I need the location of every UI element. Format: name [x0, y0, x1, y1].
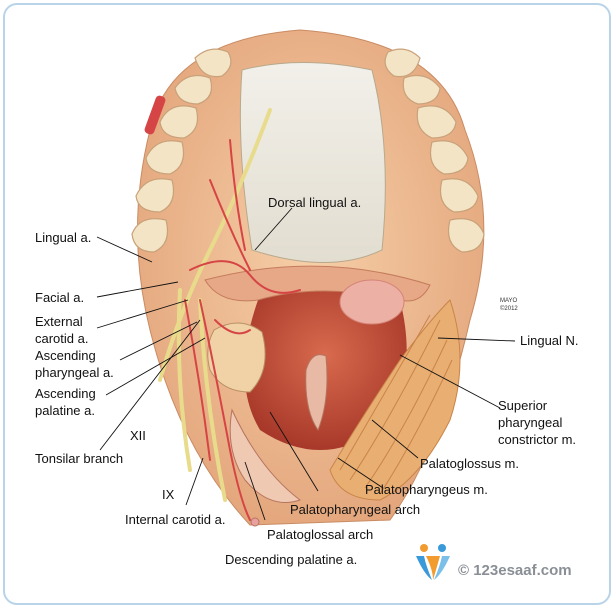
- label-ascending-palatine-line1: Ascending: [35, 386, 96, 401]
- nerves: [158, 108, 272, 502]
- label-superior-constrictor-line1: Superior: [498, 398, 548, 413]
- tooth-icon: [131, 48, 232, 253]
- cut-artery: [144, 95, 166, 135]
- label-facial-artery: Facial a.: [35, 290, 84, 305]
- inflamed-area: [339, 279, 405, 325]
- label-superior-constrictor-line3: constrictor m.: [498, 432, 576, 447]
- label-internal-carotid: Internal carotid a.: [125, 512, 225, 527]
- label-ascending-palatine-line2: palatine a.: [35, 403, 95, 418]
- tongue: [239, 62, 386, 263]
- label-superior-constrictor-line2: pharyngeal: [498, 415, 562, 430]
- descending-palatine-stub: [250, 517, 260, 527]
- logo-icon: [416, 544, 450, 580]
- label-glossopharyngeal-nerve: IX: [162, 487, 175, 502]
- label-external-carotid-line1: External: [35, 314, 83, 329]
- label-ascending-pharyngeal-line2: pharyngeal a.: [35, 365, 114, 380]
- pharyngeal-muscles: [329, 299, 461, 501]
- label-palatopharyngeal-arch: Palatopharyngeal arch: [290, 502, 420, 517]
- arteries: [184, 139, 301, 521]
- tooth-icon: [384, 48, 485, 253]
- label-lingual-artery: Lingual a.: [35, 230, 91, 245]
- label-tonsilar-branch: Tonsilar branch: [35, 451, 123, 466]
- palatine-tonsil: [207, 322, 266, 393]
- signature-line-2: ©2012: [500, 305, 518, 312]
- signature-line-1: MAYO: [500, 298, 518, 304]
- watermark-text: © 123esaaf.com: [458, 562, 572, 579]
- leader-lines: [96, 207, 516, 521]
- label-dorsal-lingual-artery: Dorsal lingual a.: [268, 195, 361, 210]
- label-ascending-pharyngeal-line1: Ascending: [35, 348, 96, 363]
- image-frame: [3, 3, 611, 605]
- label-external-carotid-line2: carotid a.: [35, 331, 88, 346]
- label-palatoglossus: Palatoglossus m.: [420, 456, 519, 471]
- uvula: [305, 354, 328, 432]
- label-hypoglossal-nerve: XII: [130, 428, 146, 443]
- label-palatoglossal-arch: Palatoglossal arch: [267, 527, 373, 542]
- label-palatopharyngeus: Palatopharyngeus m.: [365, 482, 488, 497]
- label-descending-palatine: Descending palatine a.: [225, 552, 357, 567]
- palatoglossal-arch: [229, 408, 302, 503]
- label-lingual-nerve: Lingual N.: [520, 333, 579, 348]
